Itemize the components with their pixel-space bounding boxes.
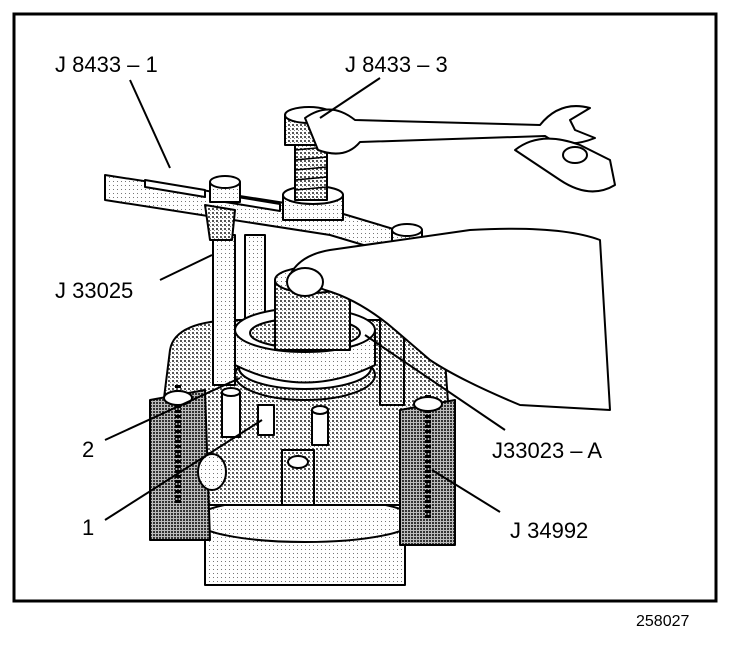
callout-2: 2 — [82, 437, 94, 462]
bolt-head-right — [413, 396, 443, 412]
puller-bar-arm — [204, 204, 236, 241]
leader-j33023a — [364, 334, 506, 431]
support-post-left — [212, 234, 236, 386]
leader-j8433-1 — [129, 79, 171, 169]
leader-lines — [104, 77, 506, 521]
bolt-head-left — [163, 390, 193, 406]
label-j8433-3: J 8433 – 3 — [345, 52, 448, 77]
leader-1 — [104, 419, 263, 521]
leader-j33025 — [159, 254, 213, 281]
label-j33023a: J33023 – A — [492, 438, 602, 463]
label-j8433-1: J 8433 – 1 — [55, 52, 158, 77]
stud-2 — [257, 404, 275, 436]
label-j34992: J 34992 — [510, 518, 588, 543]
center-nut — [281, 449, 315, 506]
stud-3 — [311, 409, 329, 446]
thumb — [286, 267, 324, 297]
leader-j34992 — [431, 469, 501, 513]
leader-2 — [104, 377, 241, 441]
side-port-fitting — [197, 453, 227, 491]
hand-lower — [289, 227, 611, 411]
callout-1: 1 — [82, 515, 94, 540]
label-j33025: J 33025 — [55, 278, 133, 303]
stud-1 — [221, 391, 241, 438]
leader-j8433-3 — [319, 77, 381, 119]
hand-upper — [514, 137, 616, 193]
illustration — [104, 105, 616, 586]
wrench — [304, 105, 596, 155]
figure-frame — [12, 12, 718, 603]
puller-bar-slot — [144, 179, 206, 198]
figure-number: 258027 — [636, 613, 689, 630]
